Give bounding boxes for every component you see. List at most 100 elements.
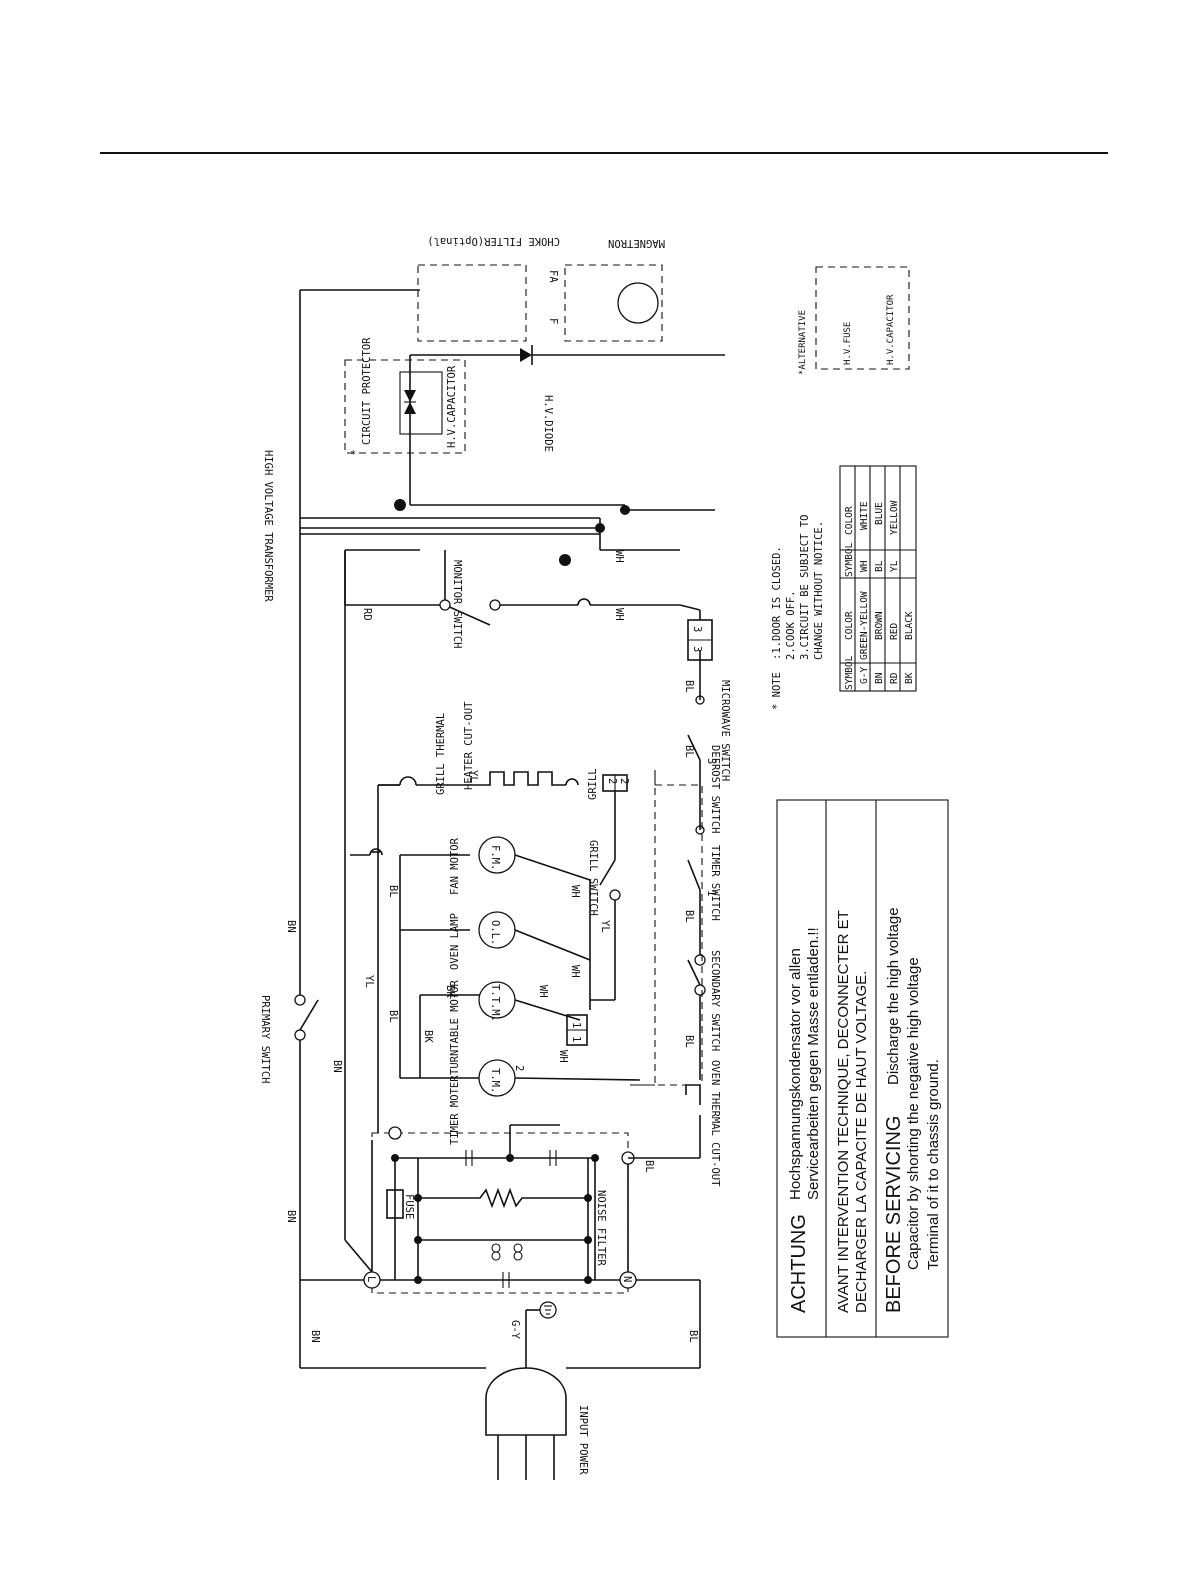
table-cell-r2c2: YL (889, 560, 900, 572)
hv-capacitor-label: H.V.CAPACITOR (446, 365, 458, 448)
wire-label-wh-primary: WH (613, 550, 625, 563)
table-cell-r0c2: WH (859, 560, 870, 572)
load-bn-wiring (344, 549, 420, 1273)
magnetron-label: MAGNETRON (608, 237, 665, 249)
note-line-4: CHANGE WITHOUT NOTICE. (813, 521, 825, 660)
wire-label-bl-chain-5: BL (683, 680, 695, 693)
achtung-title: ACHTUNG (788, 1214, 810, 1313)
star-protector: * (350, 449, 356, 461)
wire-label-wh-2: WH (569, 965, 581, 978)
table-cell-r0c3: WHITE (859, 501, 870, 530)
timer-motor-symbol: T.M. (489, 1068, 501, 1093)
connector-3b: 3 (691, 646, 703, 652)
table-cell-r0c0: G-Y (859, 667, 870, 684)
input-power-plug (485, 1301, 567, 1480)
avant-line-1: AVANT INTERVENTION TECHNIQUE, DECONNECTE… (835, 910, 852, 1313)
circuit-protector (344, 355, 466, 505)
connector-1-timer: 1 (705, 890, 717, 896)
header-rule (100, 152, 1108, 154)
hv-fuse-label: H.V.FUSE (843, 322, 853, 365)
f-terminal-label: F (547, 318, 559, 324)
wire-label-bk-1: BK (422, 1030, 434, 1043)
wire-label-bl-chain-1: BL (643, 1160, 655, 1173)
wire-label-bn-1: BN (285, 920, 297, 933)
wire-label-bn-mains: BN (309, 1330, 321, 1343)
primary-switch (294, 289, 420, 1280)
circuit-protector-label: CIRCUIT PROTECTOR (361, 337, 373, 445)
wire-label-bl-load-1: BL (387, 885, 399, 898)
grill-label: GRILL (587, 768, 599, 800)
wire-label-bk-2: BK (444, 985, 456, 998)
timer-motor-label: TIMER MOTER (449, 1075, 461, 1145)
primary-switch-label: PRIMARY SWITCH (259, 995, 271, 1084)
table-cell-r2c3: YELLOW (889, 500, 900, 535)
table-header-color-2: COLOR (844, 506, 855, 535)
grill-circuit (378, 771, 628, 1001)
heater-cutout-label: HEATER CUT-OUT (463, 701, 475, 790)
table-cell-r3c0: BK (904, 672, 915, 684)
note-marker: * NOTE (771, 672, 783, 710)
defrost-switch-label: DEFROST SWITCH (709, 745, 721, 834)
connector-1b: 1 (570, 1036, 582, 1042)
fuse-label: FUSE (403, 1194, 415, 1219)
connector-2-tm: 2 (513, 1065, 525, 1071)
turntable-motor-symbol: T.T.M. (489, 984, 501, 1022)
hv-diode-label: H.V.DIODE (542, 395, 554, 452)
note-line-1: :1.DOOR IS CLOSED. (771, 546, 783, 660)
hv-transformer-label: HIGH VOLTAGE TRANSFORMER (262, 450, 274, 602)
wire-label-bl-load-2: BL (387, 1010, 399, 1023)
motor-loads (350, 784, 641, 1133)
wire-label-bn-2: BN (285, 1210, 297, 1223)
wire-label-yl-grill-1: YL (467, 770, 479, 783)
noise-filter-label: NOISE FILTER (595, 1190, 607, 1267)
table-cell-r2c1: RED (889, 623, 900, 640)
wire-label-wh-1: WH (537, 985, 549, 998)
turntable-motor-label: TURNTABLE MOTOR (449, 979, 461, 1075)
table-header-symbol-2: SYMBOL (844, 542, 855, 577)
alternative-label: *ALTERNATIVE (798, 310, 808, 375)
wire-label-rd: RD (361, 608, 373, 621)
wire-label-wh-4: WH (557, 1050, 569, 1063)
fan-motor-symbol: F.M. (489, 845, 501, 870)
timer-switch-label: TIMER SWITCH (709, 845, 721, 921)
connector-2a: 2 (606, 778, 618, 784)
magnetron-circuit (410, 264, 725, 365)
table-cell-r2c0: RD (889, 672, 900, 684)
wire-label-yl-grill-2: YL (599, 920, 611, 933)
wire-label-wh-3: WH (569, 885, 581, 898)
terminal-n-label: N (621, 1276, 633, 1282)
notes-block: * NOTE :1.DOOR IS CLOSED. 2.COOK OFF. 3.… (771, 515, 825, 710)
secondary-switch-label: SECONDARY SWITCH (709, 950, 721, 1051)
hv-capacitor-alt-label: H.V.CAPACITOR (886, 294, 896, 365)
before-line-3: Terminal of it to chassis ground. (925, 1059, 942, 1270)
wire-label-wh-monitor: WH (613, 608, 625, 621)
wire-label-yl-load: YL (363, 975, 375, 988)
monitor-switch-label: MONITOR SWITCH (451, 560, 463, 649)
before-line-2: Capacitor by shorting the negative high … (905, 957, 922, 1270)
bl-switch-chain (628, 650, 706, 1159)
wire-label-bl-chain-3: BL (683, 910, 695, 923)
wire-label-bn-3: BN (331, 1060, 343, 1073)
wire-label-bl-mains: BL (687, 1330, 699, 1343)
oven-lamp-symbol: O.L. (489, 920, 501, 945)
achtung-line-1: Hochspannungskondensator vor allen (787, 948, 804, 1200)
ground-wire-label: G-Y (509, 1320, 521, 1340)
wire-label-bl-chain-4: BL (683, 745, 695, 758)
connector-3-defrost: 3 (705, 758, 717, 764)
oven-lamp-label: OVEN LAMP (449, 913, 461, 970)
avant-line-2: DECHARGER LA CAPACITE DE HAUT VOLTAGE. (853, 971, 870, 1313)
fa-terminal-label: FA (547, 270, 559, 283)
before-line-1: Discharge the high voltage (885, 907, 902, 1085)
table-cell-r1c3: BLUE (874, 502, 885, 525)
connector-1a: 1 (570, 1022, 582, 1028)
monitor-switch-circuit (344, 550, 713, 661)
input-power-label: INPUT POWER (577, 1405, 589, 1475)
achtung-line-2: Servicearbeiten gegen Masse entladen.!! (805, 927, 822, 1200)
fan-motor-label: FAN MOTOR (449, 837, 461, 895)
choke-filter-label: CHOKE FILTER(Optinal) (427, 235, 560, 247)
noise-filter (363, 1124, 637, 1294)
connector-2b: 2 (618, 778, 630, 784)
warning-box (776, 799, 949, 1338)
table-cell-r3c1: BLACK (904, 611, 915, 640)
